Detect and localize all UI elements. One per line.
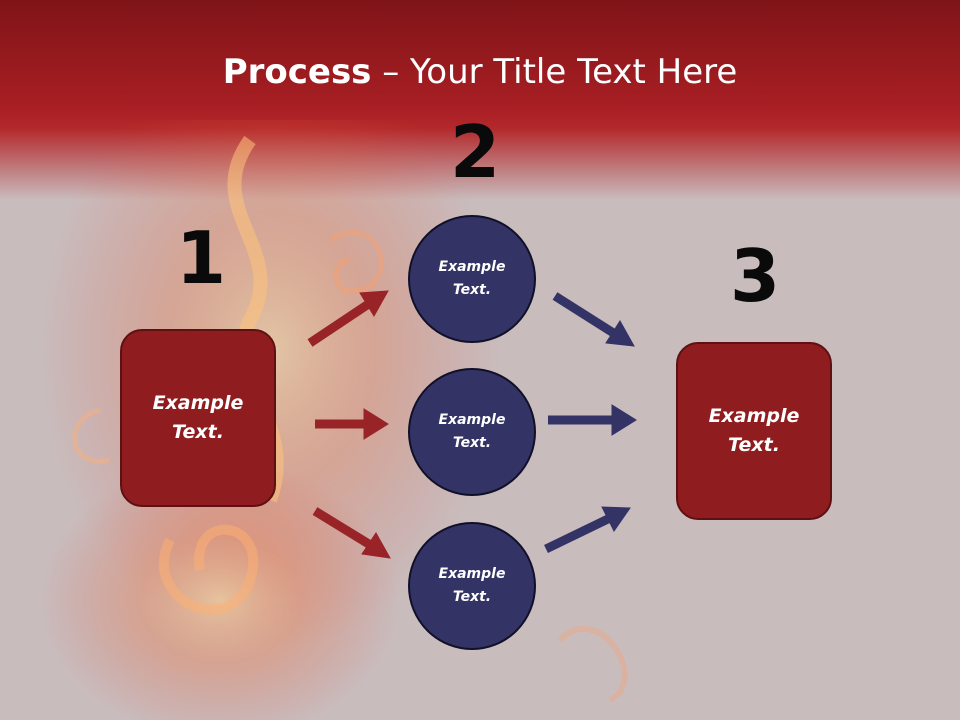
slide-title: Process – Your Title Text Here bbox=[0, 52, 960, 92]
step-number-3: 3 bbox=[730, 234, 781, 318]
bottom-circle-line1: Example bbox=[438, 566, 506, 582]
title-bold: Process bbox=[222, 52, 372, 92]
title-rest: – Your Title Text Here bbox=[371, 52, 738, 92]
left-box-line2: Text. bbox=[172, 421, 224, 443]
top-circle-line2: Text. bbox=[452, 282, 492, 298]
right-process-box[interactable]: Example Text. bbox=[676, 342, 832, 520]
left-box-line1: Example bbox=[152, 392, 244, 414]
bottom-circle-line2: Text. bbox=[452, 589, 492, 605]
step-number-2: 2 bbox=[450, 110, 501, 194]
right-box-line2: Text. bbox=[728, 434, 780, 456]
red-arrow-down-icon bbox=[312, 507, 391, 559]
right-box-line1: Example bbox=[708, 405, 800, 427]
navy-arrow-up-icon bbox=[544, 506, 631, 554]
middle-circle-line1: Example bbox=[438, 412, 506, 428]
top-circle-line1: Example bbox=[438, 259, 506, 275]
left-process-box[interactable]: Example Text. bbox=[120, 329, 276, 507]
bottom-circle[interactable]: Example Text. bbox=[408, 522, 536, 650]
navy-arrow-down-icon bbox=[552, 292, 635, 347]
red-arrow-right-icon bbox=[315, 408, 389, 440]
middle-circle-line2: Text. bbox=[452, 435, 492, 451]
left-box-text: Example Text. bbox=[153, 389, 244, 447]
top-circle[interactable]: Example Text. bbox=[408, 215, 536, 343]
right-box-text: Example Text. bbox=[709, 402, 800, 460]
middle-circle[interactable]: Example Text. bbox=[408, 368, 536, 496]
navy-arrow-right-icon bbox=[548, 404, 637, 436]
step-number-1: 1 bbox=[176, 216, 227, 300]
red-arrow-up-icon bbox=[307, 290, 389, 347]
